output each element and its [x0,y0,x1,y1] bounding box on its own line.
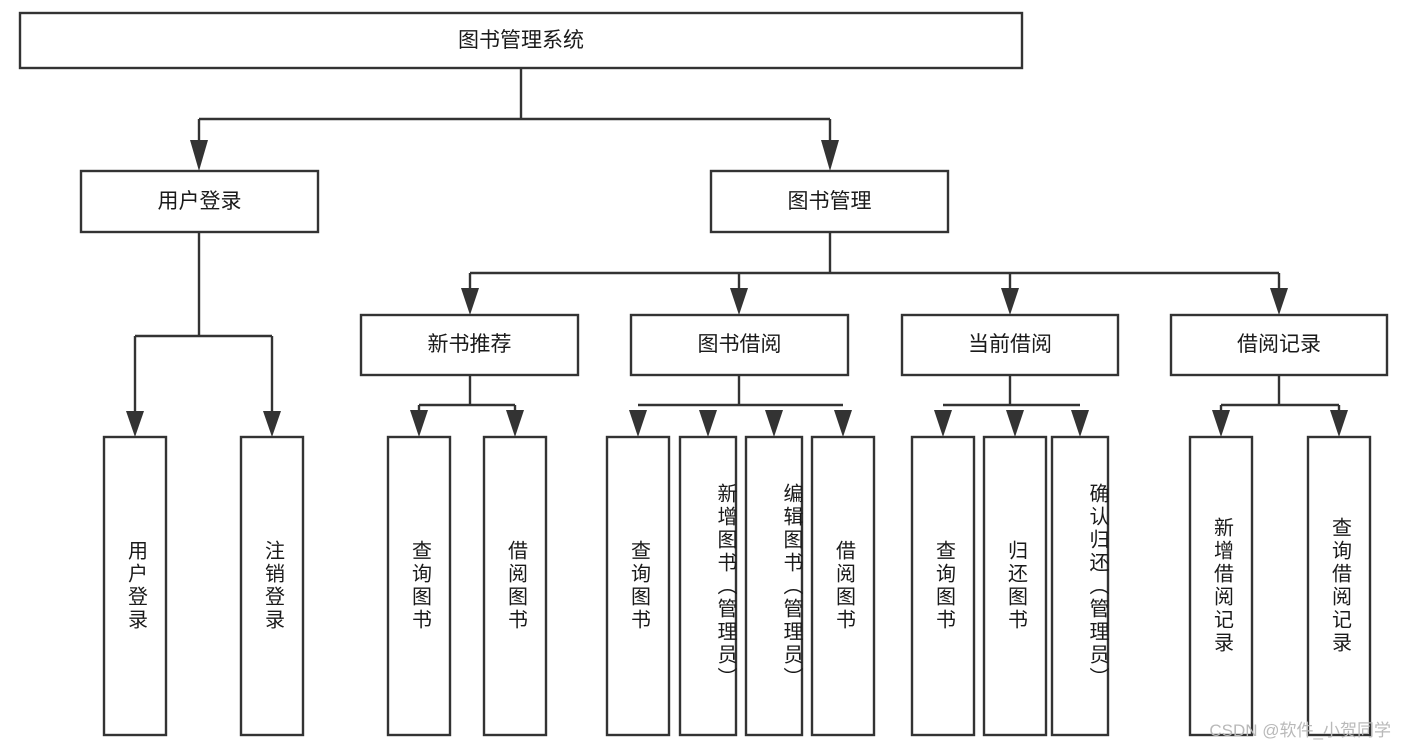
arrow-head-newbooks-to-leaf-2 [506,410,524,437]
node-box-leaf-add-borrow-record[interactable] [1188,435,1254,737]
arrow-head-root-to-user-login [190,140,208,171]
arrow-head-currentborrow-to-leaf-1 [934,410,952,437]
node-box-leaf-query-borrow-record[interactable] [1306,435,1372,737]
arrow-head-borrow-to-leaf-1 [629,410,647,437]
node-box-root[interactable] [18,11,1024,70]
edge-group-new-books [410,375,524,437]
arrow-head-currentborrow-to-leaf-2 [1006,410,1024,437]
node-box-leaf-user-login[interactable] [102,435,168,737]
arrow-head-bookmgmt-to-borrow [730,288,748,315]
arrow-head-bookmgmt-to-new-books [461,288,479,315]
node-box-book-borrow[interactable] [629,313,850,377]
arrow-head-bookmgmt-to-current-borrow [1001,288,1019,315]
arrow-head-borrow-to-leaf-2 [699,410,717,437]
node-box-leaf-confirm-return-admin[interactable] [1050,435,1110,737]
edge-group-records [1212,375,1348,437]
node-box-leaf-return-books[interactable] [982,435,1048,737]
node-box-leaf-edit-book-admin[interactable] [744,435,804,737]
arrow-head-borrow-to-leaf-4 [834,410,852,437]
arrow-head-records-to-leaf-2 [1330,410,1348,437]
arrow-head-currentborrow-to-leaf-3 [1071,410,1089,437]
node-box-new-book-recommend[interactable] [359,313,580,377]
arrow-head-userlogin-to-leaf-1 [126,411,144,437]
node-box-leaf-query-books-1[interactable] [386,435,452,737]
node-box-book-management[interactable] [709,169,950,234]
node-box-leaf-add-book-admin[interactable] [678,435,738,737]
edge-group-current-borrow [934,375,1089,437]
node-box-leaf-logout[interactable] [239,435,305,737]
node-box-leaf-query-books-2[interactable] [605,435,671,737]
node-box-current-borrow[interactable] [900,313,1120,377]
node-box-user-login[interactable] [79,169,320,234]
arrow-head-root-to-book-mgmt [821,140,839,171]
node-box-leaf-borrow-books-1[interactable] [482,435,548,737]
node-box-leaf-query-books-3[interactable] [910,435,976,737]
arrow-head-newbooks-to-leaf-1 [410,410,428,437]
edge-group-user-login [126,232,281,437]
node-box-leaf-borrow-books-2[interactable] [810,435,876,737]
node-box-borrow-records[interactable] [1169,313,1389,377]
arrow-head-borrow-to-leaf-3 [765,410,783,437]
arrow-head-records-to-leaf-1 [1212,410,1230,437]
edge-group-book-mgmt [461,232,1288,315]
arrow-head-bookmgmt-to-records [1270,288,1288,315]
edge-group-root [190,68,839,171]
edge-group-borrow [629,375,852,437]
arrow-head-userlogin-to-leaf-2 [263,411,281,437]
